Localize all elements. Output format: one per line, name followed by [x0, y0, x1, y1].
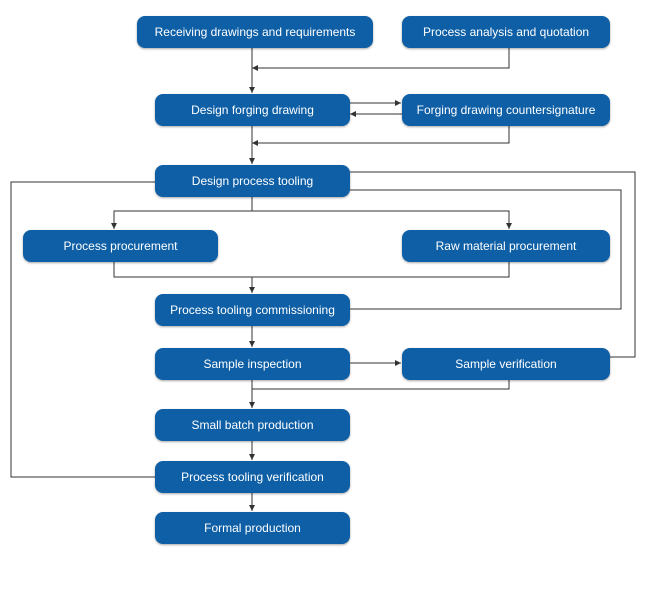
- connector-tooling-to-raw-material: [252, 210, 512, 229]
- node-process-procurement: Process procurement: [23, 230, 218, 262]
- connector-verification-to-tooling-loop: [350, 171, 636, 358]
- node-receiving-drawings: Receiving drawings and requirements: [137, 16, 373, 48]
- node-forging-countersignature: Forging drawing countersignature: [402, 94, 610, 126]
- connector-raw-material-to-commissioning: [249, 262, 510, 293]
- node-tooling-verification: Process tooling verification: [155, 461, 350, 493]
- connector-tooling-to-procurement: [111, 197, 253, 229]
- connector-tooling-verification-loop: [10, 181, 155, 478]
- node-raw-material-procurement: Raw material procurement: [402, 230, 610, 262]
- node-formal-production: Formal production: [155, 512, 350, 544]
- node-tooling-commissioning: Process tooling commissioning: [155, 294, 350, 326]
- connector-procurement-to-commissioning: [113, 262, 252, 278]
- connector-tooling-to-commissioning-loop: [350, 189, 622, 310]
- connector-verification-to-small-batch: [252, 380, 510, 390]
- node-sample-verification: Sample verification: [402, 348, 610, 380]
- node-small-batch-production: Small batch production: [155, 409, 350, 441]
- node-process-analysis: Process analysis and quotation: [402, 16, 610, 48]
- node-design-process-tooling: Design process tooling: [155, 165, 350, 197]
- connector-countersign-to-main: [252, 126, 510, 146]
- connector-analysis-to-design: [252, 48, 510, 71]
- node-sample-inspection: Sample inspection: [155, 348, 350, 380]
- node-design-forging-drawing: Design forging drawing: [155, 94, 350, 126]
